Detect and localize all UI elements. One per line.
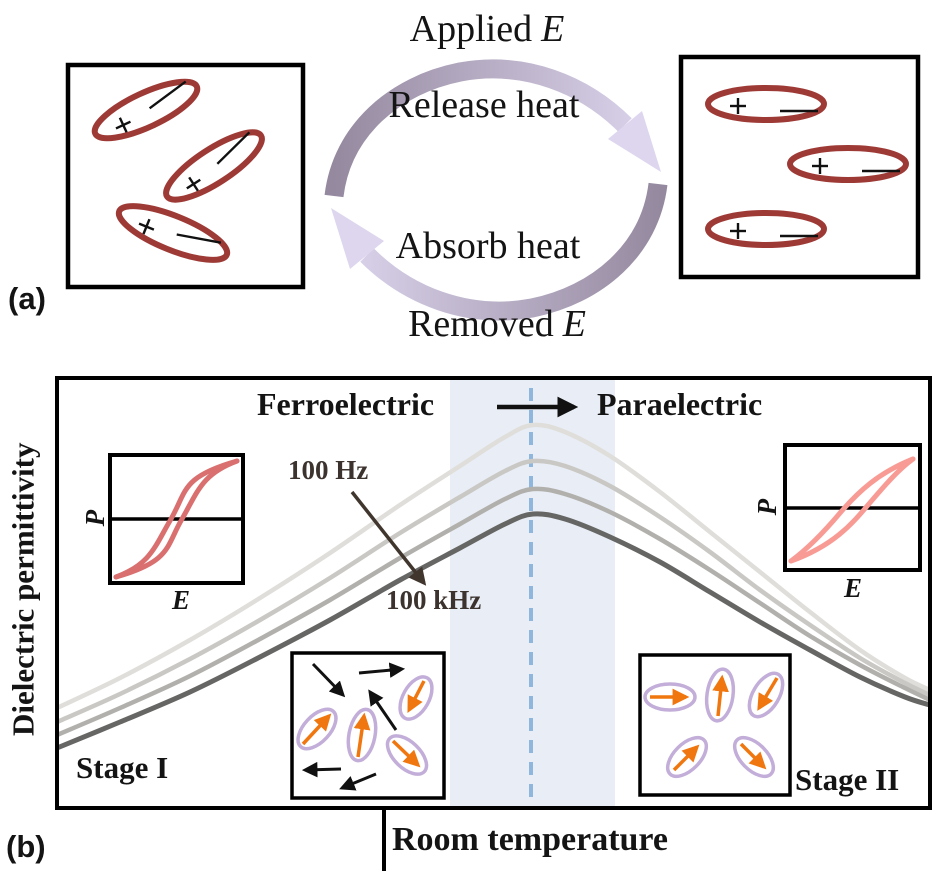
dipole-ellipse-aligned-1 <box>705 85 827 123</box>
dipole-ellipse-tilted-3 <box>115 203 231 263</box>
permittivity-curve-100-hz <box>56 422 931 711</box>
stage2-label: Stage II <box>795 762 900 797</box>
polar-nanoregions <box>643 667 785 779</box>
frequency-dispersion-arrow <box>350 490 427 586</box>
release-heat-label: Release heat <box>388 84 580 126</box>
dipole-ellipse-tilted-1 <box>91 78 201 142</box>
permittivity-curve-100-khz <box>56 511 931 751</box>
plus-minus-dipole <box>812 158 900 174</box>
cycle-arrow-top-band <box>324 59 632 198</box>
pe-loop-inset-left <box>108 453 245 585</box>
ferroelectric-label: Ferroelectric <box>257 386 435 422</box>
hysteresis-loop-wide-branch2 <box>113 458 240 580</box>
e-field-symbol: E <box>562 303 586 345</box>
cycle-arrow-bottom-head <box>331 208 384 269</box>
p-axis-label-left: P <box>79 509 110 527</box>
stage1-label: Stage I <box>76 750 169 785</box>
freq-100hz-label: 100 Hz <box>288 455 369 485</box>
plus-minus-dipole <box>138 218 222 244</box>
dipole-ellipse-aligned-3 <box>705 210 827 248</box>
domain-inset-stage1 <box>290 651 446 800</box>
permittivity-curve-intermediate-frequency-1 <box>56 458 931 725</box>
paraelectric-label: Paraelectric <box>597 386 763 422</box>
e-axis-label-right: E <box>843 573 862 603</box>
applied-text: Applied <box>409 8 533 50</box>
dipole-ellipse-aligned-2 <box>787 145 909 183</box>
e-field-symbol: E <box>541 8 565 50</box>
room-temperature-label: Room temperature <box>392 821 669 858</box>
y-axis-label: Dielectric permittivity <box>5 442 41 737</box>
plot-border <box>55 376 932 810</box>
hysteresis-loop-slim-branch2 <box>788 456 916 564</box>
removed-text: Removed <box>408 303 554 345</box>
e-axis-label-left: E <box>171 585 190 615</box>
domain-inset-stage2 <box>638 653 792 797</box>
panel-a <box>65 54 921 321</box>
freq-100khz-label: 100 kHz <box>386 585 482 615</box>
absorb-heat-label: Absorb heat <box>395 225 581 267</box>
polar-nanoregions <box>296 675 434 776</box>
panel-b-label: (b) <box>6 829 46 864</box>
plus-minus-dipole <box>730 223 818 239</box>
permittivity-curve-intermediate-frequency-2 <box>56 486 931 738</box>
plus-minus-dipole <box>730 98 818 114</box>
plus-minus-dipole <box>115 80 187 133</box>
plus-minus-dipole <box>186 131 251 192</box>
p-axis-label-right: P <box>751 498 782 516</box>
pe-loop-inset-right <box>783 443 922 572</box>
dipole-ellipse-tilted-2 <box>163 129 265 203</box>
hysteresis-loop-wide-branch1 <box>113 458 240 580</box>
panel-a-label: (a) <box>8 281 46 316</box>
hysteresis-loop-slim-branch1 <box>788 456 916 564</box>
cycle-arrow-bottom-band <box>360 182 668 321</box>
free-dipole-arrows <box>301 662 406 791</box>
panel-b <box>55 376 932 871</box>
permittivity-curves <box>56 422 931 751</box>
cycle-arrow-top-head <box>608 111 661 172</box>
